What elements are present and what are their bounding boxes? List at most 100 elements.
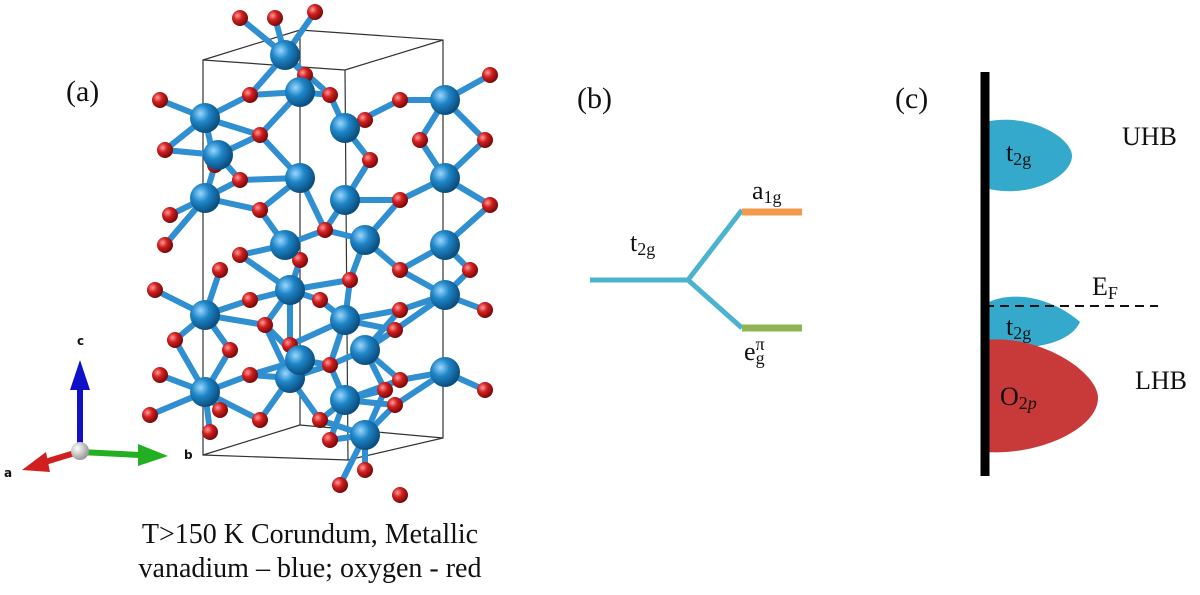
ef-sub: F [1107,283,1118,303]
epig-base: e [744,337,756,366]
panel-c-label: (c) [895,82,929,115]
oxygen-atom [482,197,498,213]
oxygen-atom [412,132,428,148]
oxygen-atom [232,10,248,26]
vanadium-atom [275,275,305,305]
oxygen-atom [252,202,268,218]
oxygen-atom [392,372,408,388]
t2g-sub: 2g [637,239,656,259]
vanadium-atom [430,357,460,387]
epig-sup: π [755,334,765,354]
vanadium-atom [285,163,315,193]
vanadium-atom [330,385,360,415]
oxygen-atom [292,252,308,268]
oxygen-atom [332,477,348,493]
t2g-upper-base: t [1006,138,1014,167]
oxygen-atom [167,332,183,348]
oxygen-atom [392,487,408,503]
o2p-band [985,339,1098,453]
a1g-sub: 1g [763,187,782,207]
oxygen-atom [477,382,493,398]
t2g-upper-sub: 2g [1013,149,1032,169]
oxygen-atom [322,432,338,448]
panel-b-label: (b) [577,82,612,115]
oxygen-atom [357,462,373,478]
split-down-line [686,278,744,330]
vanadium-atom [430,280,460,310]
t2g-upper-label: t2g [1006,138,1031,170]
t2g-lower-band [985,296,1080,348]
axis-b-arrow [138,444,168,466]
vanadium-atom [350,335,380,365]
oxygen-atom [342,272,358,288]
vanadium-atom [270,230,300,260]
oxygen-atom [392,192,408,208]
split-up-line [686,208,744,282]
oxygen-atom [317,222,333,238]
vanadium-atoms [190,40,460,450]
oxygen-atom [462,262,478,278]
oxygen-atom [152,92,168,108]
t2g-label: t2g [630,228,655,260]
oxygen-atom [157,237,173,253]
t2g-base: t [630,228,638,257]
caption-line-1: T>150 K Corundum, Metallic [141,519,479,550]
vanadium-atom [430,85,460,115]
oxygen-atom [267,10,283,26]
axis-b-label: b [184,448,193,462]
oxygen-atom [322,87,338,103]
oxygen-atom [387,322,403,338]
t2g-lower-base: t [1006,312,1014,341]
vanadium-atom [203,140,233,170]
oxygen-atom [252,127,268,143]
t2g-upper-band [985,119,1072,192]
t2g-lower-sub: 2g [1013,323,1032,343]
epig-label: eπg [744,334,765,369]
oxygen-atom [142,407,158,423]
vanadium-atom [190,103,220,133]
a1g-base: a [752,176,764,205]
oxygen-atoms [142,4,498,503]
vanadium-atom [270,40,300,70]
vanadium-atom [430,163,460,193]
t2g-lower-label: t2g [1006,312,1031,344]
oxygen-atom [482,67,498,83]
axis-triad [22,360,168,472]
axis-c-arrow [70,360,90,390]
oxygen-atom [312,292,328,308]
uhb-label: UHB [1122,122,1177,151]
oxygen-atom [257,317,273,333]
o2p-label: O2p [1000,382,1037,414]
vanadium-atom [285,345,315,375]
oxygen-atom [162,207,178,223]
oxygen-atom [242,367,258,383]
o2p-base: O [1000,382,1019,411]
vanadium-atom [350,225,380,255]
band-diagram [980,72,1158,476]
vanadium-atom [330,185,360,215]
oxygen-atom [242,87,258,103]
oxygen-atom [392,302,408,318]
oxygen-atom [377,382,393,398]
splitting-diagram [590,208,802,332]
oxygen-atom [222,342,238,358]
oxygen-atom [202,424,218,440]
axis-a-arrow [22,452,50,472]
caption-line-2: vanadium – blue; oxygen - red [138,553,482,584]
oxygen-atom [392,92,408,108]
panel-a-label: (a) [66,75,100,108]
oxygen-atom [152,367,168,383]
ef-base: E [1092,272,1108,301]
oxygen-atom [312,412,328,428]
o2p-sub-italic: p [1027,393,1037,413]
oxygen-atom [212,402,228,418]
epig-sub: g [755,348,765,368]
oxygen-atom [392,262,408,278]
caption: T>150 K Corundum, Metallic vanadium – bl… [80,518,540,586]
oxygen-atom [477,132,493,148]
oxygen-atom [157,142,173,158]
oxygen-atom [387,397,403,413]
vanadium-atom [190,300,220,330]
axis-c-label: c [77,334,85,348]
